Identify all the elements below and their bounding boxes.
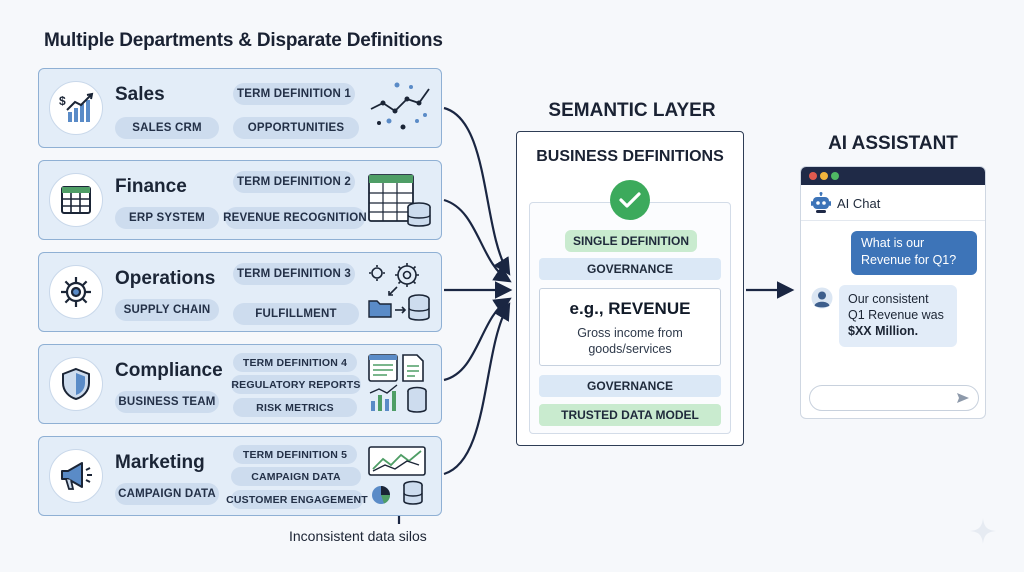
dept-name: Finance [115, 176, 187, 197]
arrow-marketing [443, 302, 511, 476]
close-dot[interactable] [809, 172, 817, 180]
revenue-description: Gross income from goods/services [577, 326, 683, 356]
system-tag: CAMPAIGN DATA [115, 483, 219, 505]
reports-database-icon [368, 354, 427, 413]
semantic-layer-title: SEMANTIC LAYER [548, 100, 716, 121]
data-tag: REVENUE RECOGNITION [223, 207, 367, 229]
dept-compliance: Compliance TERM DEFINITION 4 REGULATORY … [38, 344, 442, 424]
governance-bar: GOVERNANCE [539, 375, 721, 397]
data-tag: FULFILLMENT [233, 303, 359, 325]
term-tag: TERM DEFINITION 2 [233, 171, 355, 193]
window-titlebar [801, 167, 985, 185]
term-tag: TERM DEFINITION 4 [233, 353, 357, 372]
ai-assistant-title: AI ASSISTANT [828, 133, 958, 154]
trusted-data-model-bar: TRUSTED DATA MODEL [539, 404, 721, 426]
chat-input[interactable] [809, 385, 979, 411]
send-icon[interactable] [956, 392, 970, 404]
chat-label: AI Chat [837, 196, 881, 211]
assistant-message: Our consistent Q1 Revenue was $XX Millio… [839, 285, 957, 347]
shield-icon [49, 357, 103, 411]
semantic-layer-box: BUSINESS DEFINITIONS SINGLE DEFINITION G… [516, 131, 744, 446]
sales-chart-icon: $ [49, 81, 103, 135]
single-definition-badge: SINGLE DEFINITION [565, 230, 697, 252]
svg-text:$: $ [59, 94, 66, 108]
data-tag: CUSTOMER ENGAGEMENT [226, 490, 368, 509]
minimize-dot[interactable] [820, 172, 828, 180]
term-tag: TERM DEFINITION 3 [233, 263, 355, 285]
dept-sales: $ Sales TERM DEFINITION 1 SALES CRM OPPO… [38, 68, 442, 148]
system-tag: SUPPLY CHAIN [115, 299, 219, 321]
data-tag: REGULATORY REPORTS [231, 375, 361, 394]
gears-folder-database-icon [368, 263, 430, 321]
data-tag: RISK METRICS [233, 398, 357, 417]
ai-chat-window: AI Chat What is our Revenue for Q1? Our … [800, 166, 986, 419]
revenue-title: e.g., REVENUE [569, 299, 691, 318]
scatter-trend-icon [370, 82, 430, 130]
term-tag: TERM DEFINITION 5 [233, 445, 357, 464]
check-icon [610, 180, 650, 220]
dept-finance: Finance TERM DEFINITION 2 ERP SYSTEM REV… [38, 160, 442, 240]
assistant-message-value: $XX Million. [848, 324, 919, 338]
data-tag: OPPORTUNITIES [233, 117, 359, 139]
dept-name: Marketing [115, 452, 205, 473]
data-tag: CAMPAIGN DATA [231, 467, 361, 486]
spreadsheet-database-icon [368, 174, 431, 227]
arrow-compliance [443, 297, 512, 382]
maximize-dot[interactable] [831, 172, 839, 180]
trend-pie-database-icon [368, 446, 426, 505]
megaphone-icon [49, 449, 103, 503]
system-tag: BUSINESS TEAM [115, 391, 219, 413]
business-definitions-title: BUSINESS DEFINITIONS [536, 148, 724, 165]
term-tag: TERM DEFINITION 1 [233, 83, 355, 105]
system-tag: SALES CRM [115, 117, 219, 139]
gear-icon [49, 265, 103, 319]
dept-marketing: Marketing TERM DEFINITION 5 CAMPAIGN DAT… [38, 436, 442, 516]
robot-icon [811, 192, 831, 213]
user-message: What is our Revenue for Q1? [851, 231, 977, 275]
arrow-finance [443, 198, 512, 283]
spreadsheet-icon [49, 173, 103, 227]
system-tag: ERP SYSTEM [115, 207, 219, 229]
dept-operations: Operations TERM DEFINITION 3 SUPPLY CHAI… [38, 252, 442, 332]
silos-caption: Inconsistent data silos [289, 528, 427, 544]
main-title: Multiple Departments & Disparate Definit… [44, 30, 443, 51]
dept-name: Compliance [115, 360, 223, 381]
assistant-message-text: Our consistent Q1 Revenue was [848, 292, 944, 322]
governance-bar: GOVERNANCE [539, 258, 721, 280]
dept-name: Sales [115, 84, 165, 105]
user-avatar-icon [811, 287, 833, 309]
arrow-sales [443, 106, 511, 276]
dept-name: Operations [115, 268, 216, 289]
revenue-definition-card: e.g., REVENUE Gross income from goods/se… [539, 288, 721, 366]
sparkle-icon [970, 518, 996, 544]
chat-header: AI Chat [801, 185, 985, 221]
